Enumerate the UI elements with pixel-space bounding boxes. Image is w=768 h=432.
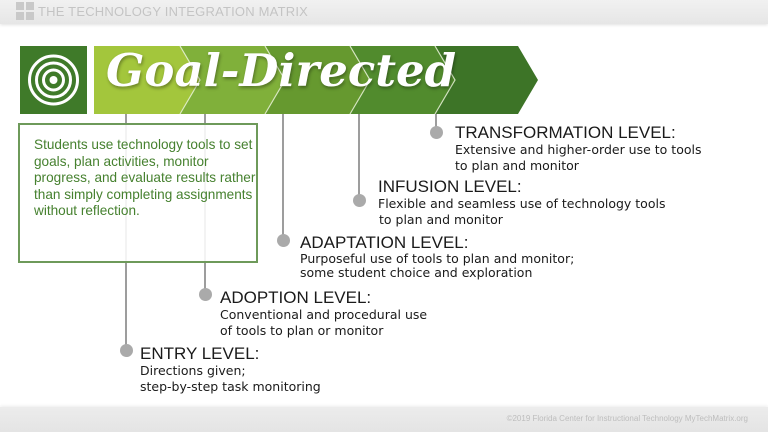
connector-adaptation: [282, 114, 284, 240]
banner-title: Goal-Directed: [106, 44, 457, 97]
bullet-infusion-icon: [353, 194, 366, 207]
footer-bar: ©2019 Florida Center for Instructional T…: [0, 407, 768, 432]
bullet-entry-icon: [120, 344, 133, 357]
header-bar: THE TECHNOLOGY INTEGRATION MATRIX: [0, 0, 768, 24]
level-desc: Conventional and procedural use: [220, 307, 428, 322]
bullet-transformation-icon: [430, 126, 443, 139]
level-desc: Flexible and seamless use of technology …: [378, 196, 666, 211]
level-title: TRANSFORMATION LEVEL:: [455, 123, 676, 142]
target-icon: [20, 46, 87, 114]
description-box: Students use technology tools to set goa…: [18, 123, 258, 263]
level-transformation: TRANSFORMATION LEVEL: Extensive and high…: [455, 123, 701, 174]
level-desc: step-by-step task monitoring: [140, 379, 321, 394]
level-desc: to plan and monitor: [379, 212, 503, 227]
connector-infusion: [358, 114, 360, 200]
level-title: ADAPTATION LEVEL:: [300, 233, 469, 252]
level-adaptation: ADAPTATION LEVEL: Purposeful use of tool…: [300, 233, 574, 280]
level-infusion: INFUSION LEVEL: Flexible and seamless us…: [378, 177, 665, 228]
header-title: THE TECHNOLOGY INTEGRATION MATRIX: [38, 4, 308, 19]
level-desc: Extensive and higher-order use to tools: [455, 142, 702, 157]
connector-transformation: [435, 114, 437, 132]
footer-copyright: ©2019 Florida Center for Instructional T…: [506, 414, 748, 423]
level-title: ADOPTION LEVEL:: [220, 288, 372, 307]
description-text: Students use technology tools to set goa…: [34, 137, 256, 219]
level-desc: Purposeful use of tools to plan and moni…: [300, 251, 575, 266]
level-entry: ENTRY LEVEL: Directions given; step-by-s…: [140, 344, 321, 395]
level-title: ENTRY LEVEL:: [140, 344, 260, 363]
bullet-adaptation-icon: [277, 234, 290, 247]
level-desc: some student choice and exploration: [300, 265, 533, 280]
level-desc: Directions given;: [140, 363, 246, 378]
level-desc: of tools to plan or monitor: [220, 323, 384, 338]
level-adoption: ADOPTION LEVEL: Conventional and procedu…: [220, 288, 427, 339]
grid-logo-icon: [16, 2, 34, 20]
level-desc: to plan and monitor: [455, 158, 579, 173]
level-title: INFUSION LEVEL:: [378, 177, 522, 196]
bullet-adoption-icon: [199, 288, 212, 301]
goal-directed-banner: [94, 46, 538, 115]
